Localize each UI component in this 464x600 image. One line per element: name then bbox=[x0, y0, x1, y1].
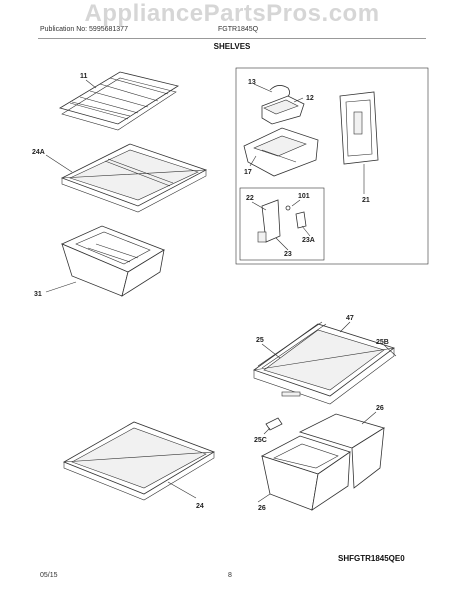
callout-11: 11 bbox=[80, 73, 88, 80]
callout-101: 101 bbox=[298, 193, 310, 200]
publication-number: Publication No: 5995681377 bbox=[40, 26, 128, 33]
callout-25: 25 bbox=[256, 337, 264, 344]
watermark: AppliancePartsPros.com bbox=[84, 0, 380, 27]
callout-13: 13 bbox=[248, 79, 256, 86]
page-title: SHELVES bbox=[213, 42, 251, 51]
crisper-drawer-illustration bbox=[61, 225, 165, 297]
framed-glass-shelf-illustration bbox=[253, 321, 395, 405]
callout-21: 21 bbox=[362, 197, 370, 204]
callout-31: 31 bbox=[34, 291, 42, 298]
control-housing-illustration bbox=[243, 85, 319, 177]
callout-25b: 25B bbox=[376, 339, 389, 346]
page-number: 8 bbox=[228, 572, 232, 579]
header-rule bbox=[38, 38, 426, 39]
callout-22: 22 bbox=[246, 195, 254, 202]
callout-47: 47 bbox=[346, 315, 354, 322]
footer-date: 05/15 bbox=[40, 572, 58, 579]
control-panel-illustration bbox=[339, 91, 379, 165]
callout-26-upper: 26 bbox=[376, 405, 384, 412]
shelf-rail-illustration bbox=[265, 417, 283, 431]
model-number: FGTR1845Q bbox=[218, 26, 259, 33]
control-assembly-box bbox=[235, 67, 429, 265]
callout-24a: 24A bbox=[32, 149, 45, 156]
callout-24: 24 bbox=[196, 503, 204, 510]
wire-shelf-illustration bbox=[58, 71, 180, 131]
callout-12: 12 bbox=[306, 95, 314, 102]
thermostat-illustration bbox=[257, 199, 307, 243]
callout-23: 23 bbox=[284, 251, 292, 258]
thermostat-assembly-box bbox=[239, 187, 325, 261]
glass-shelf-frame-illustration bbox=[60, 143, 208, 213]
callout-17: 17 bbox=[244, 169, 252, 176]
diagram-code: SHFGTR1845QE0 bbox=[338, 554, 405, 563]
callout-25c: 25C bbox=[254, 437, 267, 444]
glass-shelf-illustration bbox=[63, 421, 215, 501]
callout-26-lower: 26 bbox=[258, 505, 266, 512]
crisper-drawers-illustration bbox=[260, 413, 385, 511]
callout-23a: 23A bbox=[302, 237, 315, 244]
